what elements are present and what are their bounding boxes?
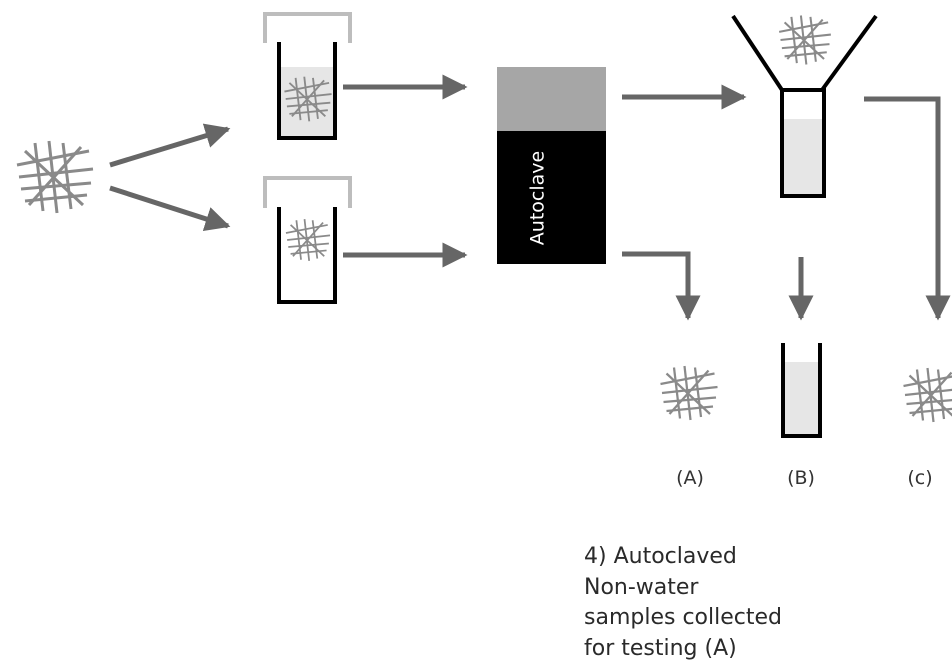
beaker-lid (265, 14, 350, 43)
output-b-liquid (785, 362, 818, 435)
funnel-right-side (822, 16, 876, 90)
output-a-label: (A) (676, 467, 704, 489)
beaker-without-water (265, 178, 350, 302)
output-b-tube (783, 343, 820, 436)
input-sample-mesh (17, 141, 93, 213)
beaker-outline (279, 207, 335, 302)
output-b-label: (B) (787, 467, 815, 489)
output-c-label: (c) (907, 467, 932, 489)
autoclave-body (497, 131, 606, 264)
funnel-left-side (733, 16, 782, 90)
step-caption: 4) Autoclaved Non-water samples collecte… (584, 542, 904, 664)
caption-line: for testing (A) (584, 634, 904, 664)
split-arrow-upper (110, 129, 228, 165)
funnel-tube-liquid (784, 119, 822, 195)
output-a-sample-mesh (661, 366, 718, 420)
funnel-sample-mesh (779, 16, 831, 65)
beaker-with-water (265, 14, 350, 138)
arrow-funnel-to-output-c (864, 99, 938, 318)
arrow-autoclave-to-output-a (622, 254, 688, 318)
caption-line: Non-water (584, 573, 904, 604)
autoclave: Autoclave (497, 67, 606, 264)
output-c-sample-mesh (904, 368, 952, 422)
filter-funnel (733, 16, 876, 196)
caption-line: 4) Autoclaved (584, 542, 904, 573)
autoclave-label: Autoclave (527, 151, 549, 245)
autoclave-top (497, 67, 606, 131)
beaker-sample-mesh (286, 219, 330, 261)
split-arrow-lower (110, 188, 228, 226)
caption-line: samples collected (584, 603, 904, 634)
beaker-lid (265, 178, 350, 208)
